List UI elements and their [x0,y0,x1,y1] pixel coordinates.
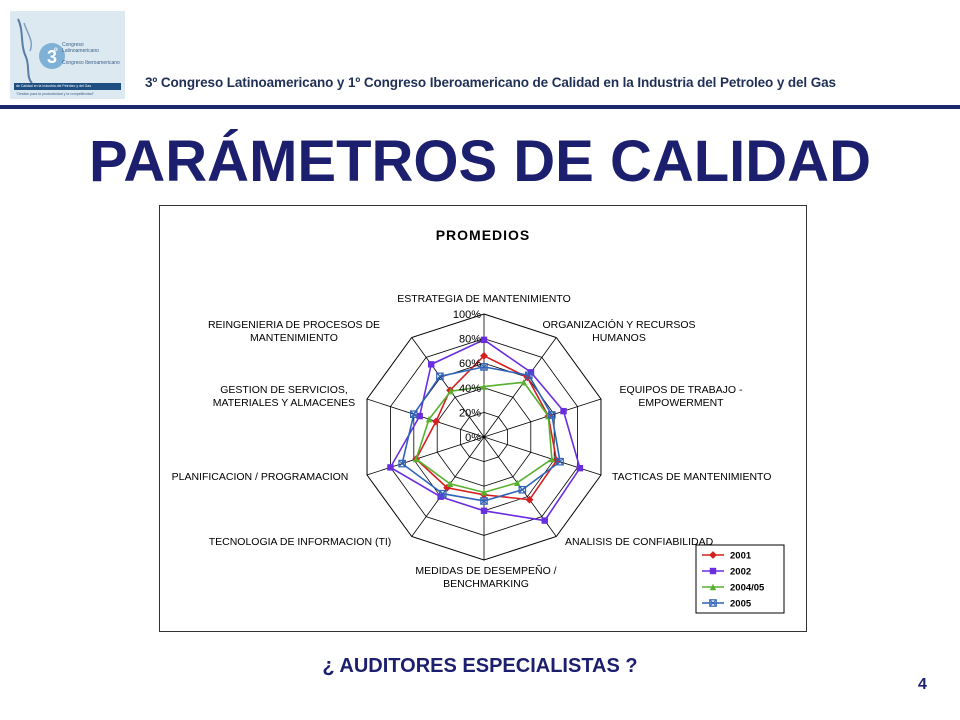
grid-spoke [483,398,602,438]
series-2004-05 [412,379,556,496]
logo-banner-text: de Calidad en la Industria del Petróleo … [16,84,92,88]
data-point [709,567,717,575]
logo-org-ibero: Congreso Iberoamericano [62,60,120,66]
series-2001 [412,351,561,504]
data-point [560,407,567,415]
header-title: 3º Congreso Latinoamericano y 1º Congres… [145,75,836,90]
radial-tick-label: 80% [459,334,481,346]
legend-label: 2005 [730,599,752,610]
logo-emblem-icon: 3 o [17,18,65,84]
category-label: TECNOLOGIA DE INFORMACION (TI) [209,536,392,548]
svg-text:o: o [54,47,58,53]
header-divider [0,105,960,109]
category-label: ESTRATEGIA DE MANTENIMIENTO [397,293,570,305]
legend-label: 2001 [730,551,752,562]
data-point [576,464,584,472]
data-point [480,336,488,344]
category-label: ANALISIS DE CONFIABILIDAD [565,536,714,548]
data-point [480,507,488,514]
radial-tick-label: 100% [453,309,481,321]
data-point [436,372,444,381]
legend-item: 2001 [702,551,752,562]
radar-category-labels: ESTRATEGIA DE MANTENIMIENTO ORGANIZACIÓN … [172,293,772,590]
chart-legend: 2001 2002 2004/05 2005 [695,544,785,614]
data-point [438,489,447,498]
category-label: MEDIDAS DE DESEMPEÑO /BENCHMARKING [415,564,556,590]
data-point [480,351,488,360]
legend-label: 2002 [730,567,751,578]
category-label: GESTION DE SERVICIOS,MATERIALES Y ALMACE… [213,384,355,409]
grid-spoke [483,337,557,438]
data-point [541,517,548,524]
chart-title: PROMEDIOS [436,227,531,243]
data-point [709,551,717,559]
radar-chart: PROMEDIOS ESTRATEGIA DE MANTENIMIENTO ORG… [159,205,807,632]
grid-spoke [411,337,485,438]
category-label: PLANIFICACION / PROGRAMACION [172,471,349,483]
radial-tick-label: 20% [459,407,481,419]
grid-spoke [483,436,602,476]
data-point [480,497,488,505]
radar-chart-svg: PROMEDIOS ESTRATEGIA DE MANTENIMIENTO ORG… [172,227,785,614]
category-label: EQUIPOS DE TRABAJO -EMPOWERMENT [620,384,743,409]
slide-title: PARÁMETROS DE CALIDAD [89,129,871,194]
radial-tick-label: 60% [459,358,481,370]
legend-item: 2004/05 [702,583,765,594]
data-point [447,388,454,395]
data-point [556,457,564,466]
radial-tick-label: 0% [465,432,481,444]
data-point [425,415,433,423]
category-label: TACTICAS DE MANTENIMIENTO [612,471,771,483]
data-point [480,489,488,496]
data-point [432,417,440,426]
congress-logo: 3 o Congreso Latinoamericano Congreso Ib… [10,11,125,99]
logo-org-latam: Congreso Latinoamericano [62,42,99,54]
data-point [525,495,534,504]
logo-banner: de Calidad en la Industria del Petróleo … [14,83,121,90]
data-point [709,583,717,591]
radar-tick-labels: 0% 20% 40% 60% 80% 100% [453,309,481,444]
data-point [709,599,717,607]
data-point [480,363,488,371]
data-point [446,480,454,487]
data-point [387,464,394,471]
data-point [410,410,418,418]
data-point [514,479,521,486]
data-point [525,371,533,380]
page-number: 4 [918,676,927,693]
grid-spoke [366,398,485,438]
data-point [480,383,488,390]
bottom-question: ¿ AUDITORES ESPECIALISTAS ? [322,655,638,677]
grid-spoke [366,436,485,476]
data-point [412,455,420,463]
radar-series [387,336,584,524]
svg-text:3: 3 [47,47,57,67]
legend-label: 2004/05 [730,583,765,594]
data-point [548,455,556,463]
data-point [416,412,423,420]
radar-grid [366,313,602,561]
data-point [398,459,406,468]
logo-tagline: "Gestión para la productividad y la comp… [16,92,94,96]
data-point [520,379,527,386]
data-point [548,411,556,419]
legend-item: 2002 [702,567,751,578]
legend-item: 2005 [702,599,752,610]
data-point [518,485,527,494]
data-point [428,361,435,368]
radial-tick-label: 40% [459,383,481,395]
series-2005 [398,363,564,505]
